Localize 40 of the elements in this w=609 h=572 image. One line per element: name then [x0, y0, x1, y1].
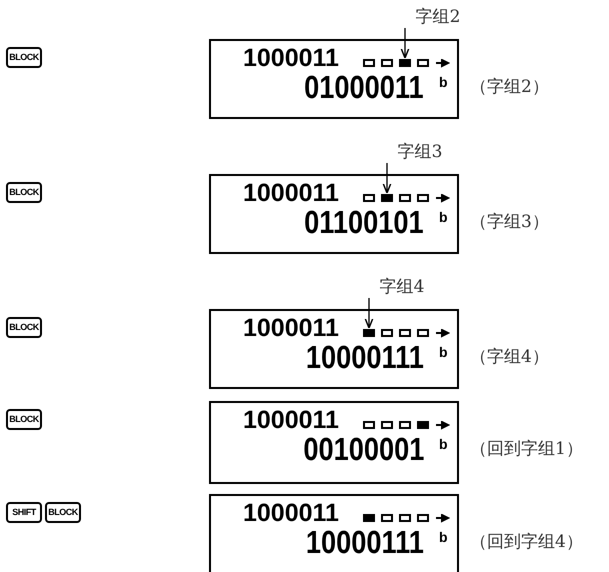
filled-block-marker [363, 329, 375, 337]
display-screen [209, 494, 459, 572]
note-text: （字组3） [470, 212, 549, 232]
key-icon: SHIFT [6, 502, 42, 523]
display-line: 1000011 [243, 407, 339, 433]
pointer-arrow [400, 28, 410, 59]
indicator-label: 字组4 [380, 277, 424, 297]
base-indicator: b [439, 345, 448, 359]
display-screen [209, 39, 459, 119]
filled-block-marker [399, 59, 411, 67]
indicator-label: 字组2 [416, 7, 460, 27]
display-line: 1000011 [243, 315, 339, 341]
key-icon: BLOCK [6, 182, 42, 203]
pointer-arrow [364, 298, 374, 329]
display-line: 10000111 [306, 526, 424, 558]
display-line: 00100001 [302, 433, 424, 465]
display-line: 01000011 [304, 71, 424, 103]
note-text: （字组2） [470, 77, 549, 97]
display-line: 1000011 [243, 45, 339, 71]
filled-block-marker [381, 194, 393, 202]
display-line: 1000011 [243, 180, 339, 206]
key-icon: BLOCK [6, 409, 42, 430]
note-text: （回到字组1） [470, 439, 583, 459]
display-line: 1000011 [243, 500, 339, 526]
display-screen [209, 174, 459, 254]
base-indicator: b [439, 75, 448, 89]
base-indicator: b [439, 437, 448, 451]
display-line: 01100101 [304, 206, 424, 238]
pointer-arrow [382, 163, 392, 194]
display-screen [209, 401, 459, 484]
base-indicator: b [439, 530, 448, 544]
key-icon: BLOCK [6, 47, 42, 68]
note-text: （字组4） [470, 347, 549, 367]
note-text: （回到字组4） [470, 532, 583, 552]
key-icon: BLOCK [45, 502, 81, 523]
display-line: 10000111 [306, 341, 424, 373]
base-indicator: b [439, 210, 448, 224]
indicator-label: 字组3 [398, 142, 442, 162]
display-screen [209, 309, 459, 389]
key-icon: BLOCK [6, 317, 42, 338]
